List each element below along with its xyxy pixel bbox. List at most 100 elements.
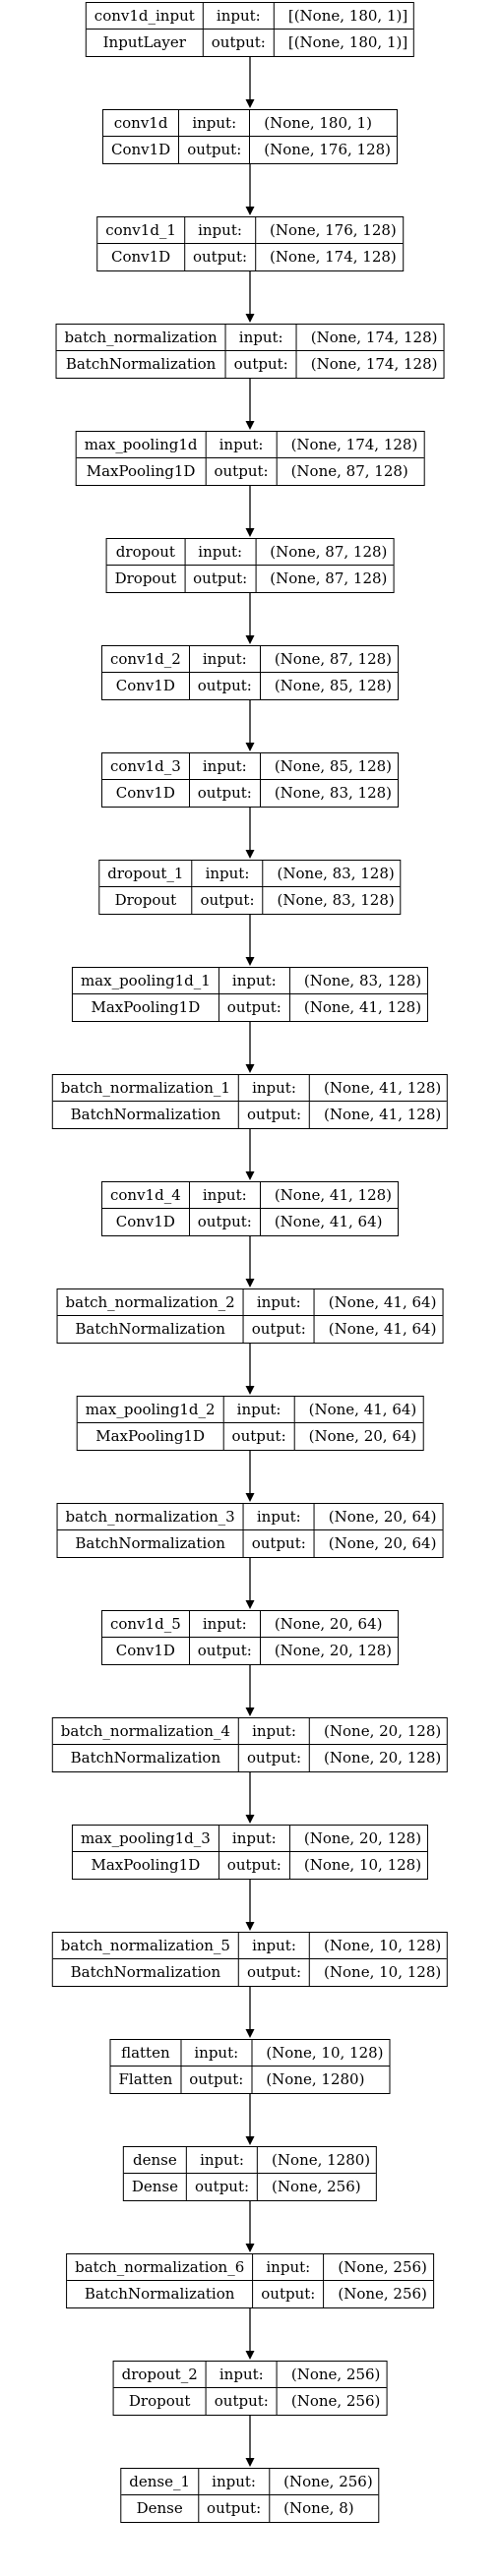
output-shape: (None, 174, 128) (270, 248, 397, 266)
input-shape: (None, 176, 128) (256, 217, 403, 244)
layer-type: MaxPooling1D (73, 1852, 219, 1879)
arrowhead-icon (245, 207, 255, 215)
layer-name: max_pooling1d_3 (72, 1826, 219, 1852)
layer-type: Dropout (114, 2388, 207, 2415)
input-shape: (None, 174, 128) (277, 432, 424, 458)
layer-name: conv1d (102, 110, 180, 137)
output-label: output: (199, 2495, 271, 2522)
output-label: output: (244, 1316, 315, 1343)
input-label: input: (219, 968, 290, 994)
output-label: output: (190, 673, 261, 699)
output-shape: [(None, 180, 1)] (287, 33, 408, 51)
input-shape: (None, 85, 128) (260, 753, 399, 780)
arrowhead-icon (245, 850, 255, 859)
layer-type: Dense (121, 2495, 200, 2522)
layer-name: max_pooling1d (76, 432, 207, 458)
input-label: input: (186, 2147, 259, 2174)
input-shape: [(None, 180, 1)] (274, 3, 414, 30)
input-label: input: (243, 1504, 315, 1530)
layer-name: conv1d_3 (101, 753, 190, 780)
input-shape: (None, 174, 128) (296, 325, 444, 351)
output-shape: (None, 256) (290, 2392, 381, 2410)
layer-name: dropout_2 (113, 2362, 207, 2388)
input-label: input: (238, 1718, 311, 1745)
input-label: input: (179, 110, 251, 137)
output-shape: (None, 256) (272, 2178, 361, 2195)
layer-name: dropout_1 (99, 861, 193, 887)
arrowhead-icon (245, 1493, 255, 1502)
layer-type: BatchNormalization (53, 1959, 239, 1986)
output-label: output: (239, 1959, 311, 1986)
arrowhead-icon (245, 1386, 255, 1395)
layer-type: Flatten (110, 2067, 182, 2093)
arrowhead-icon (245, 1815, 255, 1824)
input-shape: (None, 20, 128) (289, 1826, 428, 1852)
layer-name: batch_normalization_3 (57, 1504, 244, 1530)
layer-name: conv1d_input (86, 3, 204, 30)
output-label: output: (185, 244, 257, 270)
layer-type: MaxPooling1D (73, 994, 219, 1021)
output-shape: (None, 41, 64) (328, 1320, 437, 1338)
input-label: input: (243, 1289, 315, 1316)
output-label: output: (244, 1530, 315, 1557)
input-label: input: (206, 432, 278, 458)
layer-type: Dropout (107, 566, 186, 592)
arrowhead-icon (245, 2244, 255, 2252)
output-shape: (None, 176, 128) (264, 141, 392, 158)
output-shape: (None, 20, 64) (328, 1534, 437, 1552)
input-label: input: (181, 2040, 253, 2067)
input-label: input: (189, 1611, 261, 1638)
layer-type: BatchNormalization (53, 1745, 239, 1771)
layer-name: dense_1 (121, 2469, 200, 2495)
input-label: input: (238, 1933, 311, 1959)
layer-name: conv1d_5 (101, 1611, 190, 1638)
output-label: output: (190, 1209, 261, 1235)
input-label: input: (192, 861, 264, 887)
output-shape: (None, 10, 128) (324, 1963, 442, 1981)
output-shape: (None, 256) (338, 2285, 427, 2303)
layer-name: batch_normalization_5 (52, 1933, 239, 1959)
input-label: input: (206, 2362, 278, 2388)
output-shape: (None, 87, 128) (270, 569, 388, 587)
input-shape: (None, 256) (270, 2469, 379, 2495)
input-shape: (None, 83, 128) (289, 968, 428, 994)
output-label: output: (187, 2174, 259, 2200)
input-label: input: (219, 1826, 290, 1852)
output-label: output: (185, 566, 257, 592)
arrowhead-icon (245, 1707, 255, 1716)
arrowhead-icon (245, 1171, 255, 1180)
input-shape: (None, 10, 128) (252, 2040, 390, 2067)
input-label: input: (185, 539, 257, 566)
layer-type: BatchNormalization (57, 351, 226, 378)
input-shape: (None, 41, 64) (314, 1289, 443, 1316)
output-label: output: (219, 1852, 290, 1879)
arrowhead-icon (245, 2136, 255, 2145)
layer-type: Conv1D (102, 1209, 190, 1235)
arrowhead-icon (245, 743, 255, 751)
output-label: output: (226, 351, 297, 378)
layer-type: MaxPooling1D (77, 458, 207, 485)
input-label: input: (199, 2469, 271, 2495)
layer-type: Conv1D (102, 1638, 190, 1664)
input-shape: (None, 180, 1) (250, 110, 398, 137)
input-shape: (None, 41, 128) (310, 1075, 448, 1102)
input-label: input: (223, 1397, 295, 1423)
input-label: input: (184, 217, 257, 244)
layer-name: flatten (110, 2040, 182, 2067)
output-label: output: (181, 2067, 253, 2093)
output-label: output: (224, 1423, 295, 1450)
layer-name: batch_normalization_2 (57, 1289, 244, 1316)
input-shape: (None, 1280) (258, 2147, 377, 2174)
